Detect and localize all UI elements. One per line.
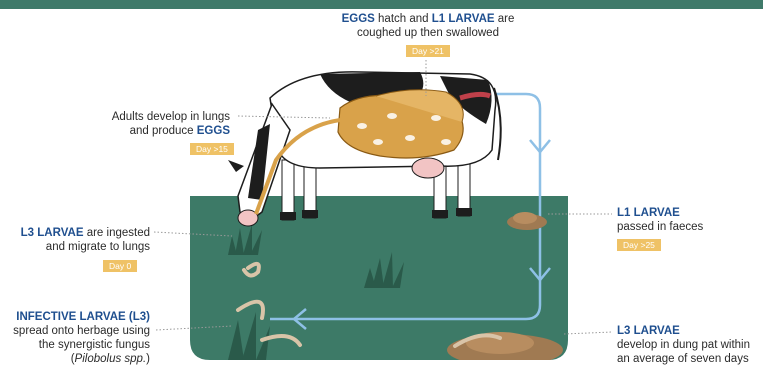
l3-dung-line2: develop in dung pat within	[617, 338, 763, 352]
infective-paren-close: )	[146, 353, 150, 365]
day-badge-21: Day >21	[406, 45, 450, 57]
day-badge-15: Day >15	[190, 143, 234, 155]
l3-ingested-line2: and migrate to lungs	[0, 240, 150, 254]
pilobolus-name: Pilobolus spp.	[75, 353, 147, 365]
infective-line3: the synergistic fungus	[0, 338, 150, 352]
l3-dung-line3: an average of seven days	[617, 352, 763, 366]
adults-line2-text: and produce	[130, 125, 197, 137]
adults-line1: Adults develop in lungs	[40, 110, 230, 124]
label-eggs-hatch: EGGS hatch and L1 LARVAE are coughed up …	[318, 12, 538, 40]
l3-dung-term: L3 LARVAE	[617, 324, 763, 338]
l1-faeces-term: L1 LARVAE	[617, 206, 757, 220]
l1-larvae-term: L1 LARVAE	[432, 13, 495, 25]
eggs-hatch-line2: coughed up then swallowed	[318, 26, 538, 40]
l3-ingested-text: are ingested	[84, 227, 151, 239]
day-badge-25: Day >25	[617, 239, 661, 251]
label-l1-faeces: L1 LARVAE passed in faeces	[617, 206, 757, 234]
adults-eggs-term: EGGS	[197, 125, 230, 137]
l3-ingested-term: L3 LARVAE	[21, 227, 84, 239]
label-adults-lungs: Adults develop in lungs and produce EGGS	[40, 110, 230, 138]
label-l3-ingested: L3 LARVAE are ingested and migrate to lu…	[0, 226, 150, 254]
l1-faeces-line2: passed in faeces	[617, 220, 757, 234]
eggs-term: EGGS	[342, 13, 375, 25]
day-badge-0: Day 0	[103, 260, 137, 272]
eggs-hatch-text1: hatch and	[375, 13, 432, 25]
infective-term: INFECTIVE LARVAE (L3)	[0, 310, 150, 324]
eggs-hatch-text2: are	[495, 13, 515, 25]
infective-line2: spread onto herbage using	[0, 324, 150, 338]
label-infective-larvae: INFECTIVE LARVAE (L3) spread onto herbag…	[0, 310, 150, 366]
